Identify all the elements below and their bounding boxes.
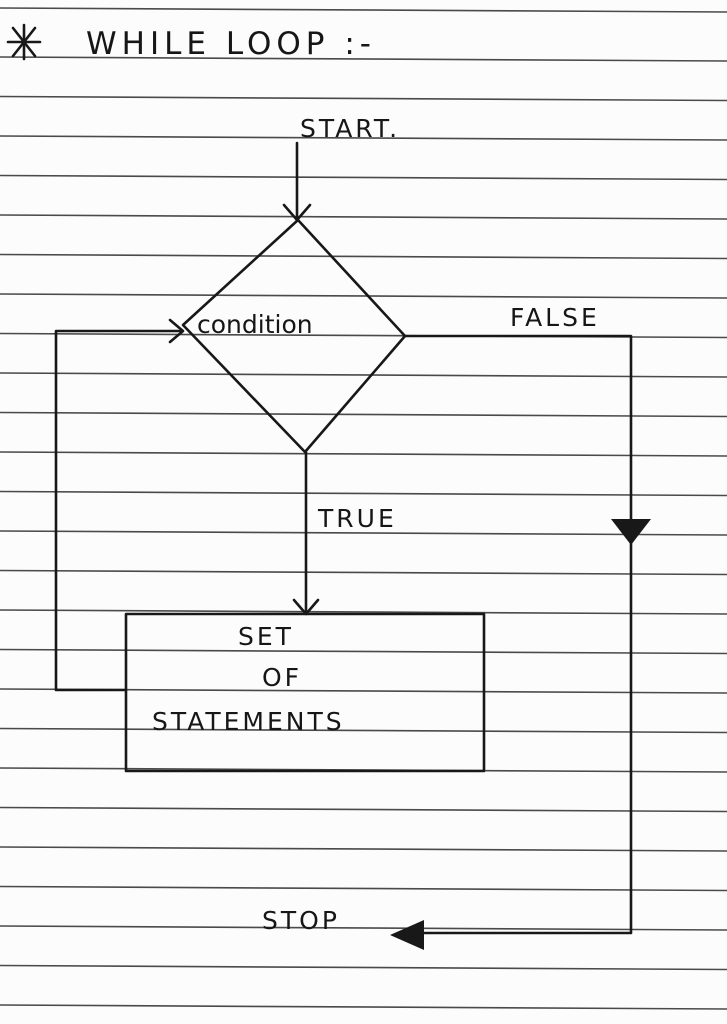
ruled-line <box>0 490 727 497</box>
process-node <box>124 612 486 773</box>
arrow-down-icon <box>611 519 651 545</box>
loop-back-edge <box>54 329 184 692</box>
ruled-line <box>0 293 727 299</box>
ruled-line <box>0 174 727 181</box>
asterisk-icon <box>6 23 42 61</box>
notebook-ruled-lines <box>0 7 727 1010</box>
ruled-line <box>0 411 727 418</box>
stop-node: STOP <box>262 906 340 935</box>
ruled-line <box>0 846 727 852</box>
ruled-line <box>0 569 727 576</box>
process-label-line-1: SET <box>238 622 294 651</box>
arrow-left-icon <box>390 920 424 950</box>
start-node: START. <box>300 114 400 143</box>
ruled-line <box>0 530 727 536</box>
ruled-line <box>0 806 727 813</box>
ruled-line <box>0 925 727 931</box>
ruled-line <box>0 964 727 971</box>
ruled-line <box>0 214 727 220</box>
true-label: TRUE <box>317 504 397 533</box>
ruled-line <box>0 648 727 655</box>
ruled-line <box>0 253 727 260</box>
false-edge <box>403 334 633 935</box>
ruled-line <box>0 372 727 378</box>
ruled-line <box>0 885 727 892</box>
ruled-line <box>0 56 727 62</box>
page-title: WHILE LOOP :- <box>86 26 376 62</box>
decision-label: condition <box>197 310 313 339</box>
ruled-line <box>0 609 727 615</box>
arrow-right-icon <box>168 318 185 344</box>
false-label: FALSE <box>510 303 600 332</box>
ruled-line <box>0 727 727 734</box>
process-label-line-3: STATEMENTS <box>152 707 345 736</box>
process-label-line-2: OF <box>262 663 302 692</box>
ruled-line <box>0 1004 727 1010</box>
ruled-line <box>0 95 727 102</box>
ruled-line <box>0 135 727 141</box>
ruled-line <box>0 7 727 13</box>
ruled-line <box>0 451 727 457</box>
